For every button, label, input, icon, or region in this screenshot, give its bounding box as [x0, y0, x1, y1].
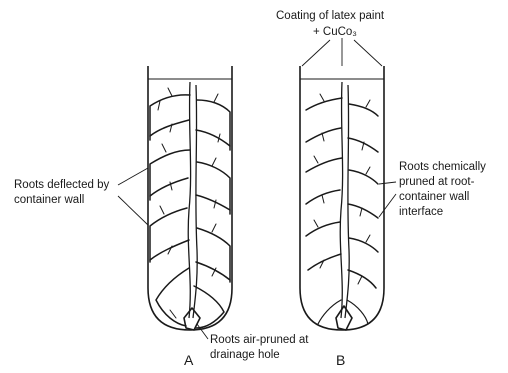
- container-b: [300, 66, 384, 330]
- container-a-letter: A: [184, 352, 194, 368]
- container-a: [148, 66, 232, 330]
- pruned-label-line-1: Roots chemically: [399, 161, 486, 173]
- air-pruned-label-line-1: Roots air-pruned at: [210, 334, 309, 346]
- pruned-callout: Roots chemically pruned at root- contain…: [379, 161, 486, 218]
- coating-label-line-2: + CuCo₃: [313, 26, 357, 38]
- container-a-roots: [150, 82, 230, 330]
- pruned-label-line-3: container wall: [399, 191, 469, 203]
- deflected-label-line-2: container wall: [14, 194, 84, 206]
- container-b-letter: B: [336, 352, 345, 368]
- air-pruned-label-line-2: drainage hole: [210, 349, 280, 361]
- coating-label-line-1: Coating of latex paint: [276, 10, 385, 22]
- pruned-label-line-4: interface: [399, 206, 443, 218]
- coating-callout: Coating of latex paint + CuCo₃: [276, 10, 385, 66]
- deflected-label-line-1: Roots deflected by: [14, 179, 110, 191]
- deflected-callout: Roots deflected by container wall: [14, 168, 148, 225]
- container-b-roots: [306, 82, 378, 330]
- air-pruned-callout: Roots air-pruned at drainage hole: [197, 324, 309, 361]
- pruned-label-line-2: pruned at root-: [399, 176, 475, 188]
